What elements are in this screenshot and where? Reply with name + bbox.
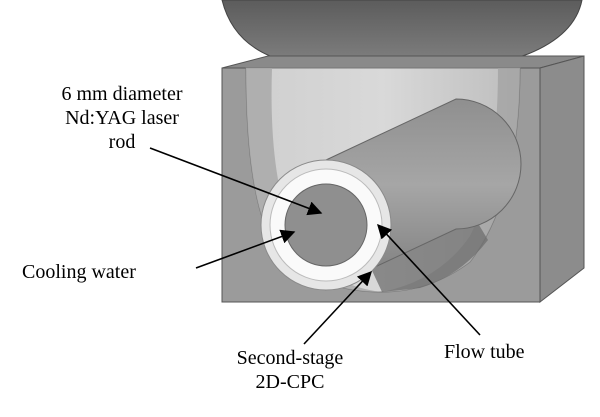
cpc-label: Second-stage 2D-CPC bbox=[215, 346, 365, 394]
flow-tube-leader-arrow bbox=[377, 223, 481, 336]
rod-label-line-3: rod bbox=[108, 131, 136, 153]
cpc-leader-arrow bbox=[303, 270, 372, 345]
cpc-label-line-1: Second-stage bbox=[236, 347, 344, 369]
rod-label-line-2: Nd:YAG laser bbox=[65, 107, 179, 129]
rod-label-line-1: 6 mm diameter bbox=[61, 83, 183, 105]
rod-label: 6 mm diameter Nd:YAG laser rod bbox=[22, 82, 222, 154]
laser-rod-end bbox=[284, 183, 368, 267]
cpc-label-line-2: 2D-CPC bbox=[255, 371, 325, 393]
flow-tube-label: Flow tube bbox=[444, 341, 525, 363]
rod-shadow bbox=[368, 210, 488, 292]
housing-side-face bbox=[539, 55, 585, 304]
cooling-water-leader-arrow bbox=[195, 229, 296, 269]
cooling-water-label: Cooling water bbox=[22, 261, 136, 283]
rod-leader-arrow bbox=[149, 147, 323, 216]
housing-top-face bbox=[221, 55, 585, 69]
